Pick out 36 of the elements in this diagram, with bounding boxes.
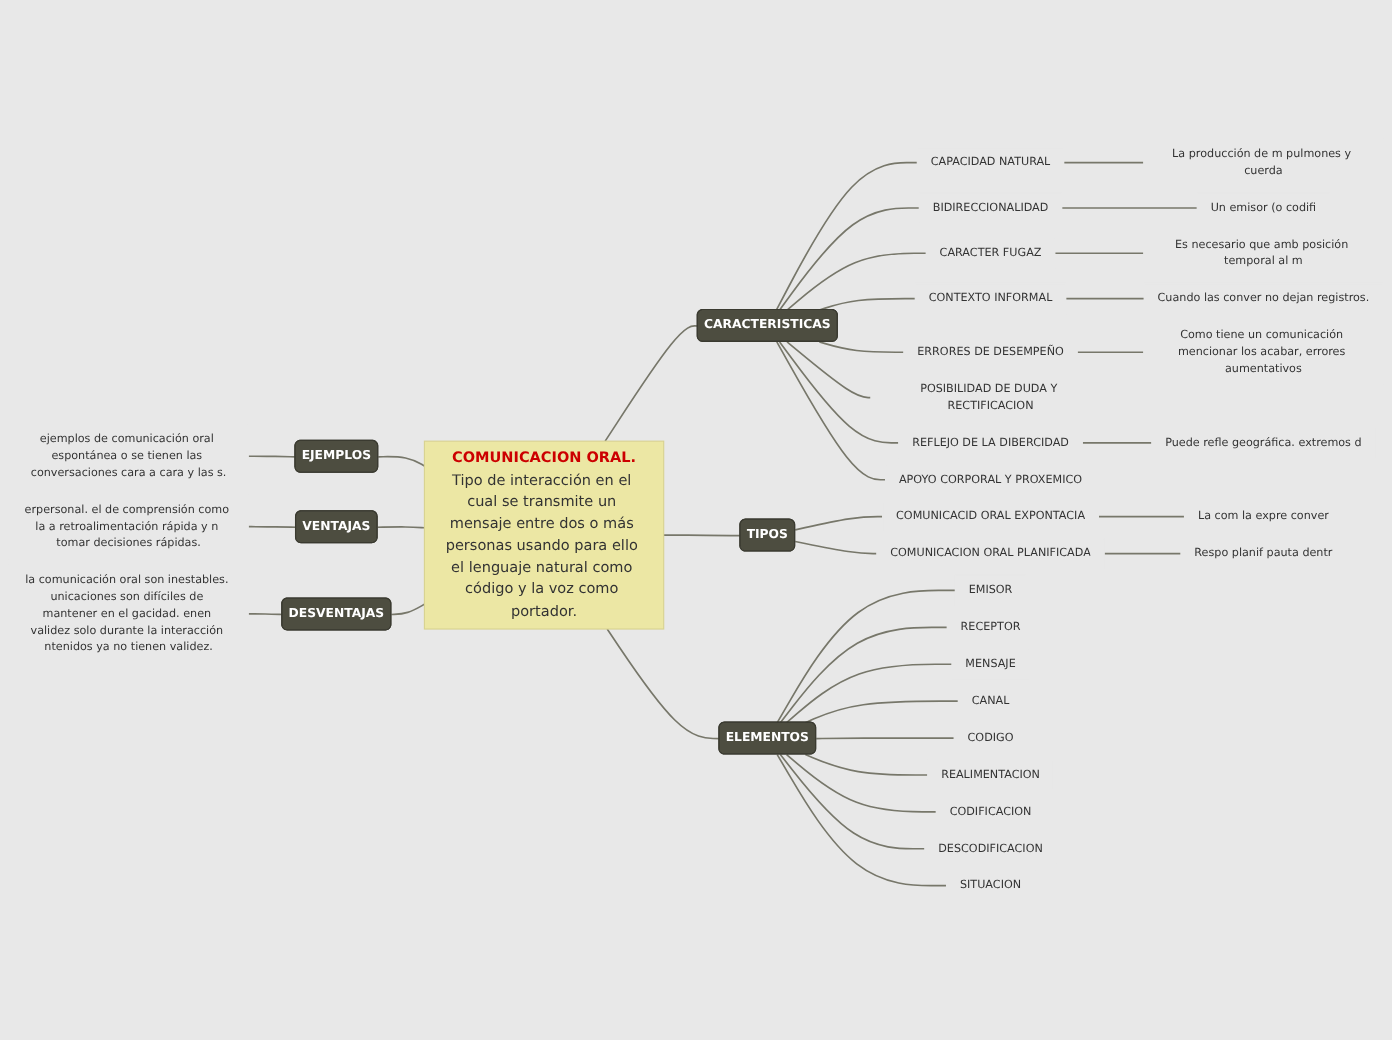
connector <box>247 525 297 529</box>
connector <box>776 753 948 887</box>
connector <box>778 341 900 444</box>
connector <box>779 626 948 724</box>
connector <box>775 341 887 481</box>
connector <box>247 613 284 616</box>
connector <box>1097 515 1186 518</box>
connector <box>776 589 957 724</box>
connector <box>804 700 960 724</box>
connector <box>775 161 919 311</box>
connector <box>1060 207 1199 209</box>
connector <box>606 628 721 740</box>
connector <box>1081 442 1153 444</box>
connector <box>377 455 426 467</box>
connector <box>1076 351 1145 354</box>
connector <box>1062 161 1145 164</box>
connector <box>786 252 927 311</box>
connector <box>1065 297 1145 300</box>
connector <box>804 753 929 776</box>
connector <box>662 534 742 537</box>
connector <box>815 737 955 740</box>
connector <box>778 207 921 311</box>
connector <box>779 753 926 850</box>
connector <box>1103 552 1182 555</box>
connector <box>785 663 953 724</box>
connector <box>818 297 917 311</box>
connector <box>1054 252 1145 255</box>
connector <box>785 753 938 813</box>
connector <box>604 325 699 442</box>
connector <box>794 515 884 531</box>
connector <box>794 540 878 555</box>
connector <box>376 526 426 529</box>
connector <box>818 341 905 354</box>
connector <box>390 603 426 616</box>
connector <box>786 341 872 399</box>
connector <box>247 455 297 458</box>
